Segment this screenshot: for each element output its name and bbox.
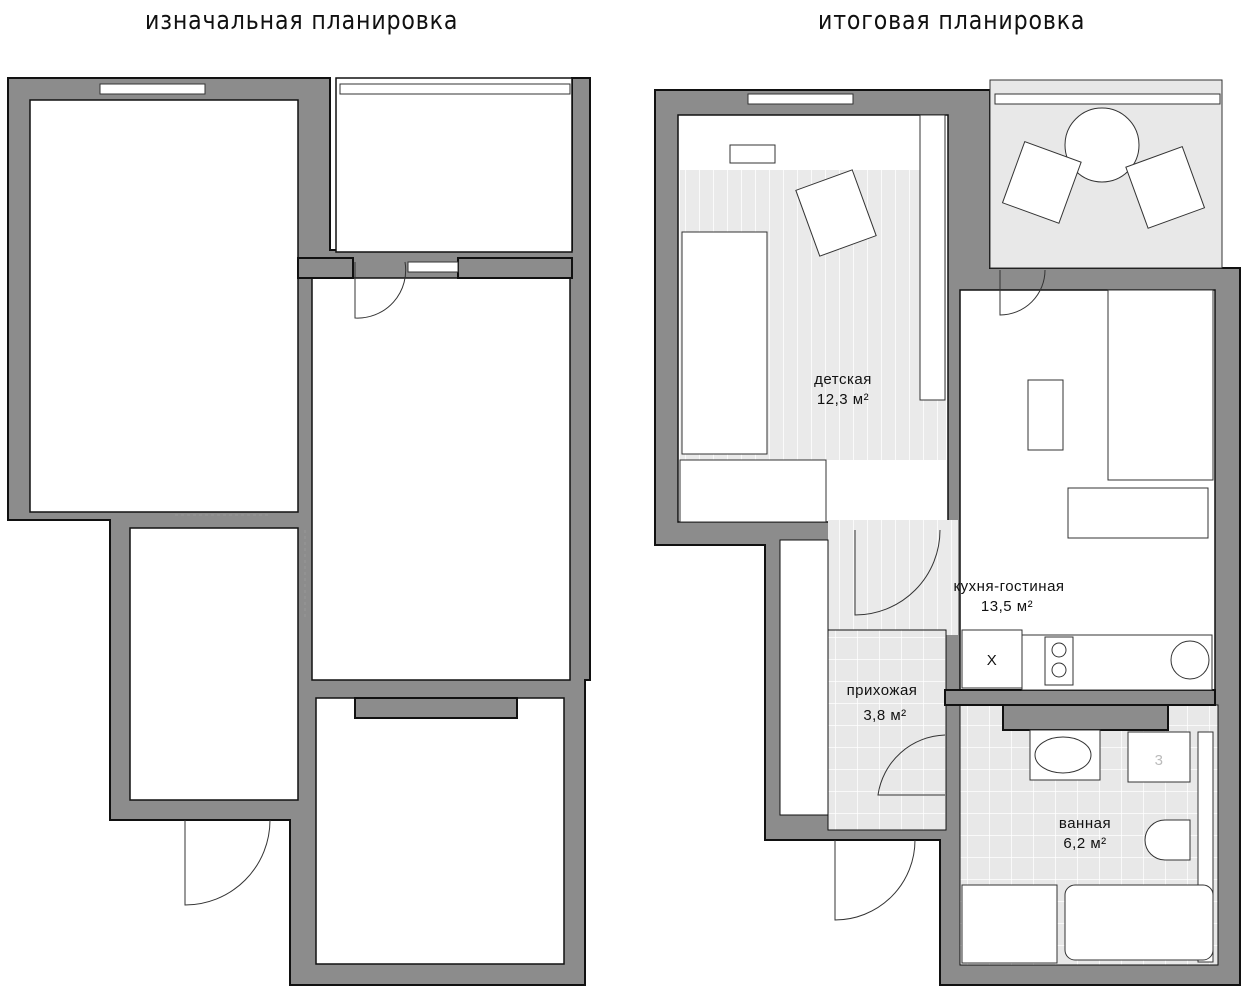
original-bath-area [315, 697, 565, 965]
washer-mark: 3 [1155, 752, 1164, 769]
kids-wardrobe [679, 459, 827, 523]
original-partition [354, 697, 518, 719]
room-area: 6,2 м² [1063, 835, 1106, 852]
room-name: прихожая [847, 682, 918, 699]
sofa [681, 231, 768, 455]
fridge-mark: X [987, 652, 998, 669]
dining-table [1067, 487, 1209, 539]
original-corridor [129, 527, 299, 801]
original-plan [7, 77, 591, 986]
room-name: детская [814, 371, 872, 388]
final-plan-title: итоговая планировка [818, 6, 1086, 36]
kitchen-sofa [1107, 289, 1214, 481]
balcony-chair [1001, 141, 1082, 224]
room-name: ванная [1059, 815, 1111, 832]
washer [1127, 731, 1191, 783]
entrance-door-icon [834, 839, 916, 921]
armchair [795, 169, 877, 257]
window-icon [994, 93, 1221, 105]
door-arc-icon [999, 269, 1046, 316]
toilet-icon [1144, 819, 1191, 861]
desk-item [729, 144, 776, 164]
door-arc-icon [354, 261, 407, 319]
hallway-floor [827, 629, 947, 831]
original-plan-title: изначальная планировка [145, 6, 459, 36]
room-area: 12,3 м² [817, 391, 869, 408]
window-icon [99, 83, 571, 273]
door-arc-icon [854, 529, 941, 616]
entrance-door-icon [184, 819, 271, 906]
door-arc-icon [877, 734, 946, 796]
bathtub [1064, 884, 1214, 961]
sink-icon [1170, 640, 1210, 680]
final-plan: детская 12,3 м² кухня-гостиная 13,5 м² п… [654, 79, 1241, 986]
original-room-1 [29, 99, 299, 513]
window-icon [747, 93, 854, 105]
room-name: кухня-гостиная [953, 578, 1064, 595]
original-room-2 [311, 277, 571, 681]
room-area: 13,5 м² [981, 598, 1033, 615]
room-area: 3,8 м² [863, 707, 906, 724]
coffee-table [1027, 379, 1064, 451]
wardrobe [779, 539, 829, 816]
kids-closet [919, 114, 946, 401]
original-balcony [335, 77, 573, 253]
fridge [961, 629, 1023, 689]
shower [961, 884, 1058, 964]
balcony-table [1064, 107, 1140, 183]
balcony-chair [1125, 146, 1206, 229]
